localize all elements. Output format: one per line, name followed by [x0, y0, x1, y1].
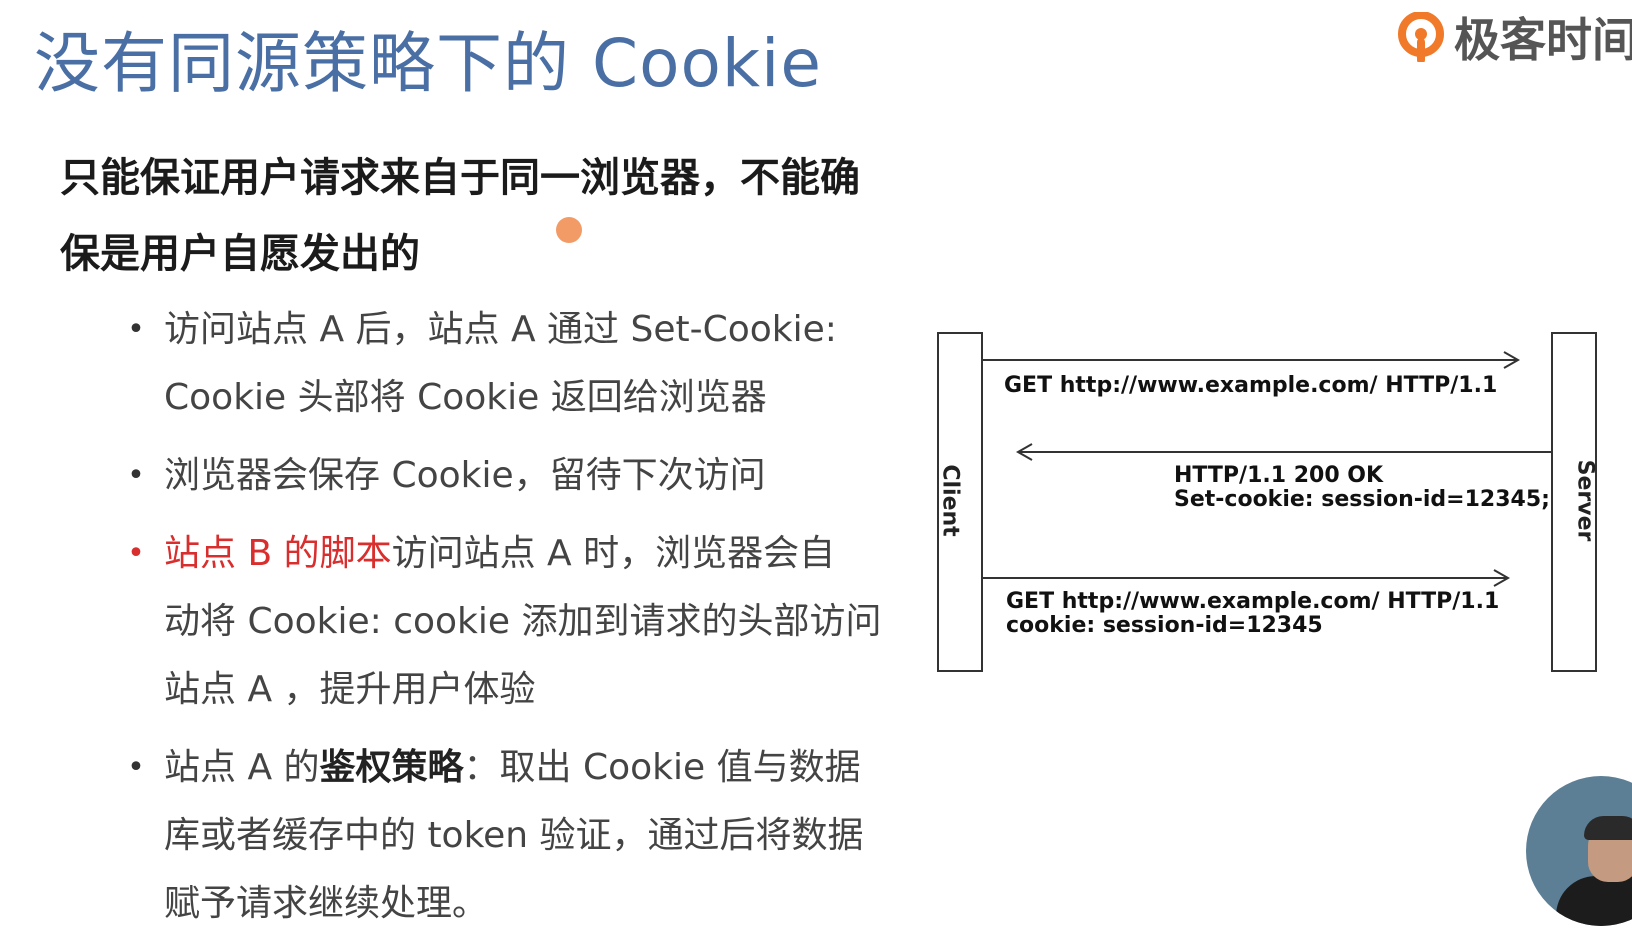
strong-text: 鉴权策略	[319, 747, 464, 788]
bullet-item-highlight: • 站点 B 的脚本访问站点 A 时，浏览器会自 动将 Cookie: cook…	[126, 520, 906, 724]
message-line: cookie: session-id=12345	[1006, 613, 1323, 638]
presenter-body	[1556, 876, 1632, 926]
bullet-dot-icon: •	[127, 312, 145, 347]
geektime-logo-icon	[1398, 11, 1444, 64]
brand-logo: 极客时间	[1398, 6, 1632, 68]
bullet-dot-icon: •	[127, 458, 145, 493]
bullet-line: 站点 A 的鉴权策略：取出 Cookie 值与数据	[164, 734, 906, 802]
client-label: Client	[937, 464, 963, 537]
client-lifeline	[937, 332, 983, 672]
bullet-line-rest: 访问站点 A 时，浏览器会自	[391, 533, 836, 574]
server-label: Server	[1572, 459, 1598, 542]
server-lifeline	[1551, 332, 1597, 672]
logo-text: 极客时间	[1454, 13, 1632, 67]
bullet-line: 库或者缓存中的 token 验证，通过后将数据	[164, 815, 864, 856]
intro-line: 只能保证用户请求来自于同一浏览器，不能确	[60, 155, 860, 201]
bullet-line: Cookie 头部将 Cookie 返回给浏览器	[164, 377, 767, 418]
bullet-line: 浏览器会保存 Cookie，留待下次访问	[164, 455, 766, 496]
bullet-dot-icon: •	[127, 536, 145, 571]
highlight-text: 站点 B 的脚本	[164, 533, 392, 574]
arrow-response	[1015, 443, 1552, 461]
bullet-line: 赋予请求继续处理。	[164, 883, 489, 924]
bullet-list: • 访问站点 A 后，站点 A 通过 Set-Cookie: Cookie 头部…	[126, 296, 906, 938]
sequence-diagram: Client Server GET http://www.example.com…	[936, 330, 1606, 680]
message-label: GET http://www.example.com/ HTTP/1.1 coo…	[1006, 590, 1499, 638]
bullet-line: 站点 B 的脚本访问站点 A 时，浏览器会自	[164, 520, 906, 588]
bullet-line: 访问站点 A 后，站点 A 通过 Set-Cookie:	[164, 309, 837, 350]
message-line: HTTP/1.1 200 OK	[1174, 463, 1384, 488]
presenter-webcam	[1526, 776, 1632, 926]
bullet-item: • 浏览器会保存 Cookie，留待下次访问	[126, 442, 906, 510]
bullet-item: • 站点 A 的鉴权策略：取出 Cookie 值与数据 库或者缓存中的 toke…	[126, 734, 906, 938]
message-label: GET http://www.example.com/ HTTP/1.1	[1004, 374, 1497, 398]
diagram-canvas	[937, 332, 1597, 672]
bullet-line-rest: ：取出 Cookie 值与数据	[463, 747, 861, 788]
cursor-dot-icon	[556, 217, 582, 243]
arrow-request-2	[982, 569, 1511, 587]
slide-title: 没有同源策略下的 Cookie	[34, 25, 822, 102]
message-line: Set-cookie: session-id=12345;	[1174, 487, 1550, 512]
bullet-line: 站点 A ，提升用户体验	[164, 669, 536, 710]
bullet-item: • 访问站点 A 后，站点 A 通过 Set-Cookie: Cookie 头部…	[126, 296, 906, 432]
bullet-prefix: 站点 A 的	[164, 747, 320, 788]
message-line: GET http://www.example.com/ HTTP/1.1	[1006, 589, 1500, 614]
bullet-dot-icon: •	[127, 750, 145, 785]
intro-paragraph: 只能保证用户请求来自于同一浏览器，不能确 保是用户自愿发出的	[60, 140, 920, 292]
bullet-line: 动将 Cookie: cookie 添加到请求的头部访问	[164, 601, 882, 642]
arrow-request-1	[982, 351, 1521, 369]
intro-line: 保是用户自愿发出的	[60, 231, 420, 277]
presenter-hair	[1584, 816, 1632, 840]
message-label: HTTP/1.1 200 OK Set-cookie: session-id=1…	[1174, 464, 1550, 512]
message-line: GET http://www.example.com/ HTTP/1.1	[1004, 373, 1498, 398]
